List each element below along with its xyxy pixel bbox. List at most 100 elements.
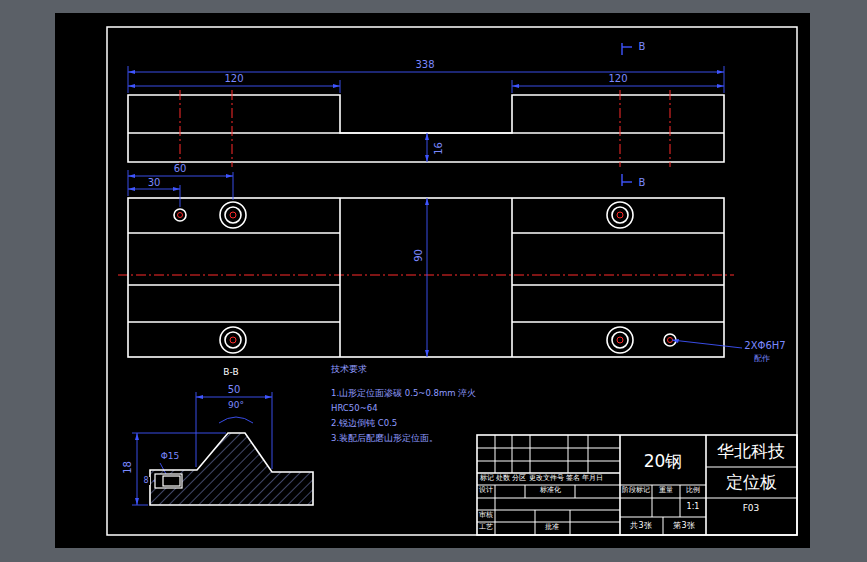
plan-view xyxy=(512,284,724,286)
note-text: 技术要求 xyxy=(330,365,368,374)
dimension-line xyxy=(128,170,129,196)
plan-view xyxy=(607,202,633,228)
plan-view xyxy=(612,332,628,348)
drawing-label: 90 xyxy=(412,248,423,263)
dimension-line xyxy=(427,198,428,357)
title-block xyxy=(495,485,496,535)
dimension-line xyxy=(196,392,197,467)
note-text: 标记 处数 分区 更改文件号 签名 年月日 xyxy=(479,475,604,483)
drawing-label: 20钢 xyxy=(643,452,684,471)
drawing-label: 比例 xyxy=(685,487,701,495)
section-hole xyxy=(155,474,182,488)
section-hole xyxy=(155,474,182,488)
dimension-arrow xyxy=(717,84,724,88)
title-block xyxy=(652,485,653,517)
drawing-label: 阶段标记 xyxy=(621,487,651,495)
title-block xyxy=(477,472,620,473)
drawing-label: Φ15 xyxy=(160,452,181,462)
title-block xyxy=(477,522,620,523)
title-block xyxy=(477,448,620,449)
dimension-arrow xyxy=(173,187,180,191)
title-block xyxy=(535,510,536,535)
title-block xyxy=(568,435,569,473)
dimension-arrow xyxy=(128,70,135,74)
drawing-label: 120 xyxy=(223,73,244,84)
dimension-line xyxy=(132,505,148,506)
plan-view xyxy=(512,232,724,234)
dimension-arrow xyxy=(425,155,429,162)
title-block xyxy=(477,498,620,499)
title-block xyxy=(620,485,706,486)
section-marker xyxy=(622,46,632,47)
plan-view xyxy=(128,198,724,357)
drawing-label: B xyxy=(638,41,647,52)
dimension-arrow xyxy=(265,395,272,399)
dimension-arrow xyxy=(717,70,724,74)
dimension-arrow xyxy=(425,350,429,357)
drawing-label: 工艺 xyxy=(478,524,494,532)
section-profile xyxy=(150,433,313,505)
title-block xyxy=(477,461,620,462)
dimension-line xyxy=(340,80,341,93)
center-line xyxy=(118,275,734,276)
section-hole xyxy=(163,476,180,486)
title-block xyxy=(530,435,531,473)
plan-view xyxy=(128,284,340,286)
center-line xyxy=(232,90,233,167)
title-block xyxy=(588,435,589,473)
plan-view xyxy=(220,327,246,353)
dimension-line xyxy=(128,66,129,93)
plan-view xyxy=(220,202,246,228)
drawing-label: 设计 xyxy=(478,487,494,495)
drawing-label: 338 xyxy=(414,59,435,70)
drawing-label: 90° xyxy=(227,401,245,411)
drawing-label: 配作 xyxy=(753,355,771,364)
title-block xyxy=(495,435,496,473)
center-line xyxy=(180,90,181,167)
drawing-label: 重量 xyxy=(658,487,674,495)
note-text: HRC50~64 xyxy=(330,404,379,413)
dimension-arrow xyxy=(128,84,135,88)
plan-view xyxy=(607,327,633,353)
plan-view xyxy=(225,207,241,223)
front-view xyxy=(128,95,724,162)
center-line xyxy=(118,90,734,275)
title-block xyxy=(477,485,620,486)
dimension-line xyxy=(512,86,724,87)
plan-view xyxy=(174,209,186,221)
drawing-label: 定位板 xyxy=(725,473,778,492)
plan-view xyxy=(512,321,724,323)
hole-center xyxy=(668,338,673,343)
drawing-label: 审核 xyxy=(478,512,494,520)
dimension-line xyxy=(219,417,253,423)
plan-view xyxy=(339,198,341,357)
note-text: 3.装配后配磨山形定位面。 xyxy=(330,434,439,443)
dimension-line xyxy=(180,185,181,207)
dimension-line xyxy=(128,72,724,73)
front-view xyxy=(128,132,724,134)
dimension-arrow xyxy=(425,198,429,205)
plan-view xyxy=(511,198,513,357)
drawing-label: 8 xyxy=(142,477,149,486)
drawing-label: 60 xyxy=(173,163,188,174)
section-marker xyxy=(622,43,632,186)
hole-center xyxy=(230,337,236,343)
dimension-arrow xyxy=(128,174,135,178)
dimension-line xyxy=(196,397,272,398)
hole-center xyxy=(617,337,623,343)
drawing-label: 50 xyxy=(227,384,242,395)
dimension-line xyxy=(132,433,226,434)
plan-view xyxy=(128,321,340,323)
dimension-line xyxy=(724,66,725,93)
dimension-arrow xyxy=(333,84,340,88)
dimension-line xyxy=(128,189,180,190)
title-block xyxy=(706,467,797,468)
dimension-line xyxy=(272,392,273,469)
dimension-line xyxy=(233,172,234,200)
title-block xyxy=(477,435,797,535)
dimension-arrow xyxy=(135,433,139,440)
title-block xyxy=(570,510,571,535)
dimension-line xyxy=(128,86,340,87)
drawing-label: 120 xyxy=(607,73,628,84)
